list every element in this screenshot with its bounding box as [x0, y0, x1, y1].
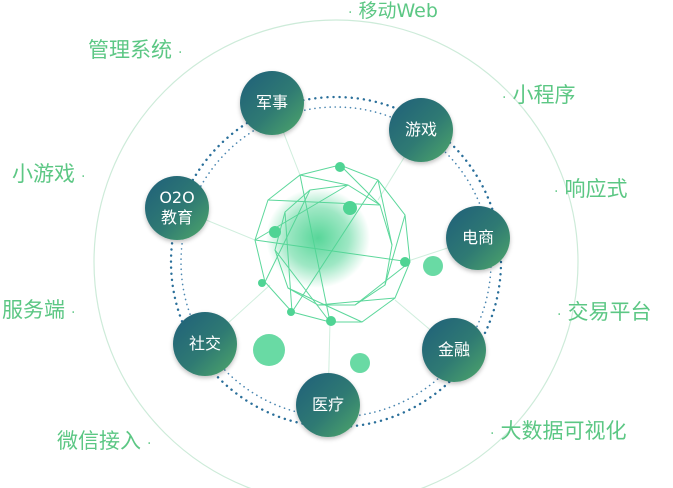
label-big-data: ·大数据可视化 — [490, 419, 627, 443]
node-label: 军事 — [255, 93, 288, 112]
node-label: 医疗 — [311, 395, 344, 414]
label-mini-program: ·小程序 — [502, 83, 576, 107]
outer-ring — [93, 19, 579, 488]
globe-glow — [266, 188, 370, 288]
label-mobile-web: ·移动Web — [348, 0, 438, 22]
label-wechat: 微信接入· — [57, 429, 152, 453]
node-label: 社交 — [188, 334, 221, 353]
node-ecommerce: 电商 — [446, 206, 510, 270]
node-label: 电商 — [461, 228, 494, 247]
node-label: 金融 — [437, 340, 470, 359]
node-game: 游戏 — [389, 98, 453, 162]
label-server: 服务端· — [2, 298, 76, 322]
label-mini-game: 小游戏· — [12, 162, 86, 186]
node-label-line2: 教育 — [160, 208, 193, 227]
orbit-ring-outer — [169, 95, 503, 429]
node-social: 社交 — [173, 312, 237, 376]
label-admin-system: 管理系统· — [88, 38, 183, 62]
accent-dots — [253, 162, 443, 373]
label-responsive: ·响应式 — [554, 177, 628, 201]
label-trading-platform: ·交易平台 — [557, 300, 652, 324]
node-finance: 金融 — [422, 318, 486, 382]
node-military: 军事 — [240, 71, 304, 135]
node-medical: 医疗 — [296, 373, 360, 437]
node-label-line1: O2O — [159, 188, 195, 207]
node-o2o-education: O2O 教育 — [145, 176, 209, 240]
node-label: 游戏 — [404, 120, 437, 139]
